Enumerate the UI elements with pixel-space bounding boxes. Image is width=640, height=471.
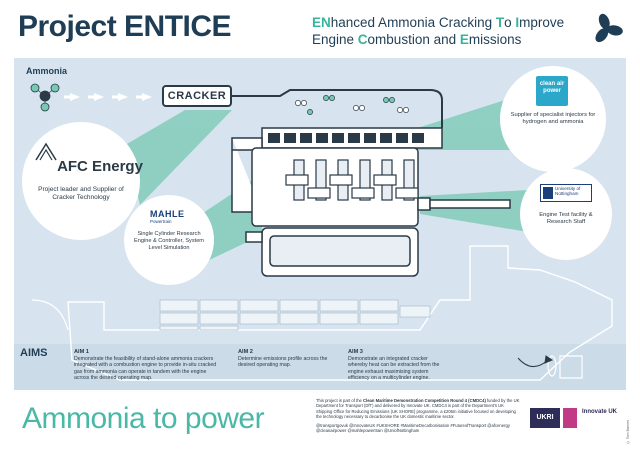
aim-3-heading: AIM 3	[348, 349, 363, 355]
stern-propeller	[547, 355, 583, 379]
subtitle-accent: EN	[312, 15, 331, 30]
subtitle-accent: C	[357, 32, 368, 47]
aim-3: AIM 3 Demonstrate an integrated cracker …	[348, 349, 448, 381]
nottingham-logo-text: University of Nottingham	[555, 186, 581, 196]
nottingham-logo: University of Nottingham	[540, 184, 592, 202]
aim-1-heading: AIM 1	[74, 349, 89, 355]
nottingham-callout: University of Nottingham Engine Test fac…	[520, 168, 612, 260]
cargo-containers	[159, 299, 431, 331]
funding-note-rest: funded by the UK Department for Transpor…	[316, 398, 520, 420]
afc-logo-icon	[35, 142, 57, 161]
subtitle-text: missions	[468, 32, 522, 47]
nottingham-description: Engine Test facility & Research Staff	[539, 212, 593, 226]
propeller-icon	[595, 13, 623, 43]
mahle-callout: MAHLE Powertrain Single Cylinder Researc…	[124, 195, 214, 285]
innovate-uk-name: Innovate UK	[582, 409, 618, 415]
subtitle-text: hanced Ammonia Cracking	[330, 15, 496, 30]
tagline: Ammonia to power	[22, 402, 265, 435]
afc-description: Project leader and Supplier of Cracker T…	[38, 186, 124, 201]
ukri-logo: UKRI	[530, 408, 560, 428]
ammonia-molecule	[30, 83, 60, 112]
funding-note-bold: Clean Maritime Demonstration Competition…	[363, 398, 486, 403]
ammonia-label: Ammonia	[26, 66, 68, 76]
aim-2: AIM 2 Determine emissions profile across…	[238, 349, 338, 369]
innovate-uk-mark	[563, 408, 577, 428]
aim-1-text: Demonstrate the feasibility of stand-alo…	[74, 356, 217, 381]
subtitle-accent: I	[515, 15, 520, 30]
stern-pointer	[517, 355, 554, 367]
mahle-description: Single Cylinder Research Engine & Contro…	[134, 231, 204, 251]
funding-note: This project is part of the Clean Mariti…	[316, 398, 520, 433]
clean-air-power-description: Supplier of specialist injectors for hyd…	[510, 112, 596, 126]
afc-energy-callout: AFC Energy Project leader and Supplier o…	[22, 122, 143, 240]
aim-3-text: Demonstrate an integrated cracker whereb…	[348, 356, 440, 381]
aims-band	[14, 344, 626, 390]
engine	[231, 127, 511, 277]
ship-hull	[67, 245, 613, 381]
cracked-gas-particles	[295, 95, 409, 115]
cracker-label: CRACKER	[167, 90, 227, 102]
page-subtitle: ENhanced Ammonia Cracking To Improve Eng…	[312, 14, 582, 48]
subtitle-text: mprove Engine	[312, 15, 565, 47]
subtitle-accent: T	[495, 15, 505, 30]
crest-icon	[543, 187, 553, 199]
funding-note-prefix: This project is part of the	[316, 398, 364, 403]
aim-2-heading: AIM 2	[238, 349, 253, 355]
flow-arrows	[64, 93, 152, 101]
gas-pipe	[232, 89, 443, 128]
aims-label: AIMS	[20, 347, 48, 359]
subtitle-accent: E	[459, 32, 469, 47]
clean-air-power-logo: clean air power	[536, 76, 568, 106]
page-title: Project ENTICE	[18, 10, 232, 43]
cracker-box: CRACKER	[162, 85, 232, 107]
afc-logo: AFC Energy	[57, 158, 143, 175]
mahle-sub: Powertrain	[150, 219, 172, 224]
subtitle-text: o	[504, 15, 516, 30]
image-credit: © Tom Barnes	[626, 420, 630, 445]
clean-air-power-callout: clean air power Supplier of specialist i…	[500, 66, 606, 172]
aim-1: AIM 1 Demonstrate the feasibility of sta…	[74, 349, 222, 381]
aim-2-text: Determine emissions profile across the d…	[238, 356, 328, 369]
subtitle-text: ombustion and	[367, 32, 460, 47]
mahle-logo: MAHLE	[150, 209, 185, 219]
hashtags: @transportgovuk @InnovateUK #UKSHORE #Ma…	[316, 422, 510, 434]
